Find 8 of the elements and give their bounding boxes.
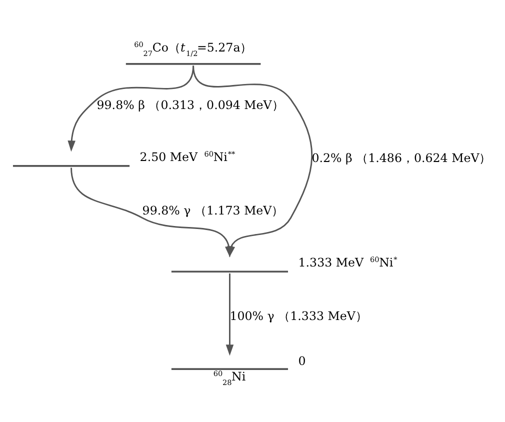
edge-label: 99.8% γ （1.173 MeV） (142, 203, 284, 218)
arrow (226, 272, 234, 356)
edge-label: 0.2% β （1.486，0.624 MeV） (312, 150, 492, 164)
node-text: 1.333 MeV $^{60}$Ni$^{*}$ (298, 254, 398, 270)
arrow (70, 167, 233, 257)
edge-label: 99.8% β （0.313，0.094 MeV） (96, 97, 284, 112)
edge-label: 100% γ （1.333 MeV） (230, 308, 368, 323)
node-text: 2.50 MeV $^{60}$Ni$^{**}$ (140, 148, 236, 164)
